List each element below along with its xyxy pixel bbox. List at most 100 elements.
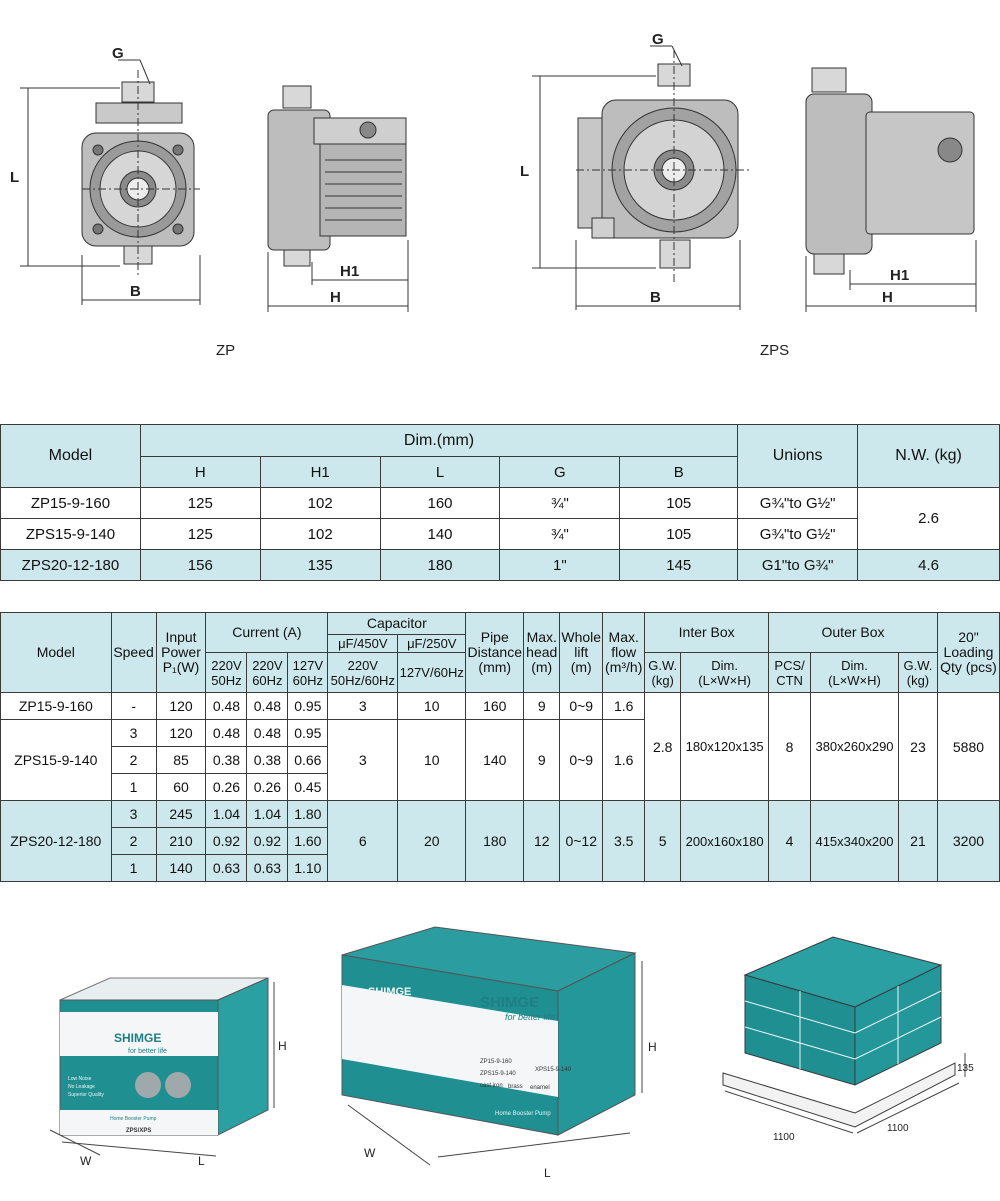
spec-header-text: Input [165,629,197,645]
spec-cell-ib-gw: 2.8 [644,692,682,801]
zp-caption: ZP [216,342,236,359]
dims-cell-h1: 102 [259,518,381,550]
small-box-tagline: for better life [128,1048,167,1055]
large-box-dim-w: W [364,1146,376,1160]
spec-header-text: Dim. [711,657,738,673]
table-row: ZPS20-12-180 156 135 180 1" 145 G1"to G¾… [0,549,1000,581]
spec-header-input-power: Input Power P₁(W) [155,612,207,693]
spec-header-loading: 20" Loading Qty (pcs) [936,612,1000,693]
spec-cell-ob-gw: 21 [897,800,938,882]
spec-header-capacitor: Capacitor [327,612,467,635]
spec-cell-loading: 3200 [936,800,1000,882]
spec-cell-speed: 1 [110,773,157,801]
spec-header-text: (L×W×H) [828,672,881,688]
spec-cell-cap450: 6 [327,800,399,882]
spec-header-text: Power [161,644,201,660]
spec-cell-current: 1.04 [246,800,289,828]
spec-header-text: 60Hz [252,672,283,688]
dims-cell-g: ¾" [499,487,621,519]
dims-cell-h1: 135 [259,549,381,581]
spec-cell-ib-dim: 200x160x180 [680,800,770,882]
spec-cell-current: 1.60 [287,827,329,855]
small-box-check-3: Superior Quality [68,1092,104,1098]
zps-dim-l: L [520,163,529,180]
spec-cell-speed: - [110,692,157,720]
large-box-material-3: enamel [530,1085,550,1091]
small-box-check-2: No Leakage [68,1084,95,1090]
spec-cell-head: 9 [523,692,561,720]
dims-header-unions: Unions [737,424,859,488]
dims-cell-model: ZPS20-12-180 [0,549,141,581]
small-box-illustration: SHIMGE for better life Low Noise No Leak… [49,977,287,1168]
zps-dim-h: H [882,289,893,306]
dims-cell-nw: 4.6 [857,549,1000,581]
spec-cell-current: 0.63 [205,854,248,882]
spec-header-text: Pipe [480,629,509,645]
dims-cell-g: ¾" [499,518,621,550]
spec-header-text: Loading [943,644,994,660]
spec-cell-current: 0.26 [205,773,248,801]
zps-dim-h1: H1 [890,267,909,284]
large-box-brand: SHIMGE [480,994,539,1011]
small-box-check-1: Low Noise [68,1076,92,1082]
spec-header-outer-box: Outer Box [768,612,938,653]
dims-cell-l: 160 [379,487,501,519]
spec-header-text: (L×W×H) [698,672,751,688]
spec-header-text: (m³/h) [605,659,643,675]
spec-cell-model: ZPS20-12-180 [0,800,112,882]
zps-dim-b: B [650,289,661,306]
zp-dim-b: B [130,283,141,300]
spec-cell-speed: 2 [110,827,157,855]
spec-cell-ib-dim: 180x120x135 [680,692,770,801]
spec-cell-current: 0.92 [246,827,289,855]
spec-cell-power: 85 [155,746,207,774]
spec-header-text: flow [611,644,637,660]
small-box-footer: Home Booster Pump [110,1116,157,1122]
dims-header-h: H [139,456,261,488]
small-box-dim-l: L [198,1154,205,1168]
small-box-dim-h: H [278,1039,287,1053]
large-box-illustration: SHIMGE SHIMGE for better life ZP15-9-160… [341,926,657,1180]
table-row: ZP15-9-160 - 120 0.48 0.48 0.95 3 10 160… [0,692,1000,801]
dims-header-dim-group: Dim.(mm) [139,424,739,457]
spec-header-c127-60: 127V 60Hz [287,652,329,693]
spec-cell-ob-pcs: 8 [768,692,812,801]
spec-cell-current: 0.48 [246,719,289,747]
spec-header-text: (m) [570,659,592,675]
pallet-dim-height: 135 [957,1063,974,1074]
spec-cell-current: 0.38 [205,746,248,774]
dims-header-model: Model [0,424,141,488]
spec-header-model: Model [0,612,112,693]
dims-header-g: G [499,456,621,488]
spec-header-text: (mm) [478,659,512,675]
spec-header-flow: Max. flow (m³/h) [602,612,646,693]
large-box-option-3: XPS15-9-140 [535,1067,572,1073]
dims-cell-unions: G¾"to G½" [737,518,859,550]
large-box-dim-l: L [544,1166,551,1180]
spec-cell-current: 0.48 [246,692,289,720]
dims-cell-h: 125 [139,487,261,519]
spec-cell-current: 1.04 [205,800,248,828]
spec-cell-current: 0.26 [246,773,289,801]
dims-header-l: L [379,456,501,488]
spec-cell-current: 0.66 [287,746,329,774]
dims-header-b: B [619,456,739,488]
spec-header-text: lift [574,644,589,660]
spec-header-inter-box: Inter Box [644,612,770,653]
spec-cell-current: 1.80 [287,800,329,828]
large-box-footer: Home Booster Pump [495,1111,551,1117]
spec-cell-power: 60 [155,773,207,801]
large-box-option-2: ZPS15-9-140 [480,1071,516,1077]
zp-dim-l: L [10,169,19,186]
spec-header-text: Dim. [841,657,868,673]
zp-dim-g: G [112,45,124,62]
zp-dim-h1: H1 [340,263,359,280]
spec-header-text: 220V [211,657,242,673]
spec-header-text: 50Hz/60Hz [330,672,395,688]
spec-header-text: P₁(W) [162,659,200,675]
spec-cell-ob-gw: 23 [897,692,938,801]
spec-cell-ob-pcs: 4 [768,800,812,882]
large-box-option-1: ZP15-9-160 [480,1059,512,1065]
spec-cell-ob-dim: 380x260x290 [810,692,899,801]
pallet-dim-width: 1100 [773,1132,795,1143]
